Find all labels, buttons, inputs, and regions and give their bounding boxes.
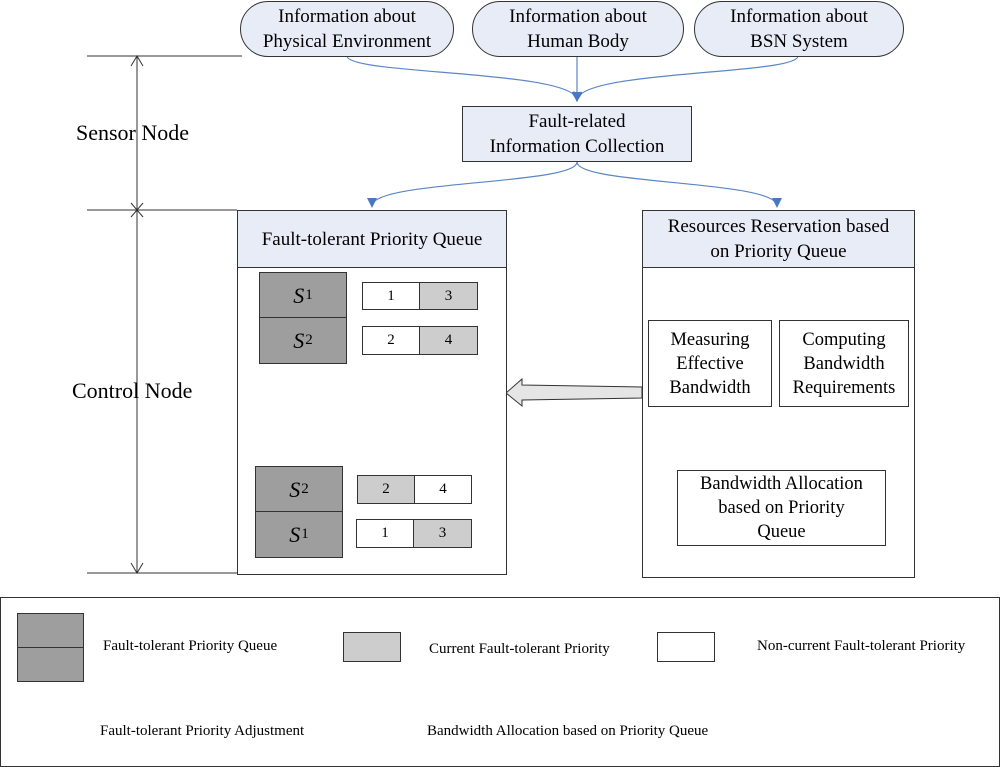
legend-panel: [0, 597, 1000, 767]
bandwidth-allocation-box: Bandwidth Allocation based on Priority Q…: [677, 470, 886, 546]
compute-line: Requirements: [792, 377, 896, 398]
legend-noncurrent-label: Non-current Fault-tolerant Priority: [757, 638, 966, 654]
legend-current-label: Current Fault-tolerant Priority: [429, 641, 610, 657]
sensor-letter: S: [293, 327, 305, 353]
legend-queue-label: Fault-tolerant Priority Queue: [103, 638, 278, 654]
legend-queue-swatch-top: [17, 613, 84, 648]
compute-line: Computing: [802, 329, 886, 350]
source-line2: Physical Environment: [262, 31, 432, 52]
source-bsn-system: Information about BSN System: [694, 1, 904, 57]
source-line1: Information about: [509, 6, 647, 27]
priority-cell-current: 3: [413, 519, 472, 548]
priority-cell-noncurrent: 1: [356, 519, 414, 548]
compute-line: Bandwidth: [803, 353, 885, 374]
allocation-line: Bandwidth Allocation: [700, 474, 863, 494]
legend-current-swatch: [343, 632, 401, 662]
reservation-panel-title: Resources Reservation based on Priority …: [642, 210, 915, 268]
source-line1: Information about: [278, 6, 416, 27]
reservation-title-line1: Resources Reservation based: [667, 216, 890, 237]
sensor-letter: S: [289, 521, 301, 547]
priority-cell-current: 2: [357, 475, 415, 504]
allocation-line: based on Priority: [718, 498, 845, 518]
measure-line: Bandwidth: [669, 377, 751, 398]
sensor-letter: S: [293, 282, 305, 308]
sensor-index: 2: [305, 332, 313, 348]
measure-line: Measuring: [670, 329, 750, 350]
source-line1: Information about: [730, 6, 868, 27]
legend-noncurrent-swatch: [657, 632, 715, 662]
info-collection-box: Fault-related Information Collection: [462, 106, 692, 162]
source-line2: Human Body: [527, 31, 629, 52]
legend-allocation-label: Bandwidth Allocation based on Priority Q…: [427, 723, 709, 739]
legend-queue-swatch-bottom: [17, 647, 84, 682]
legend-adjust-label: Fault-tolerant Priority Adjustment: [100, 723, 305, 739]
priority-cell-current: 3: [419, 282, 478, 310]
source-human-body: Information about Human Body: [472, 1, 684, 57]
sensor-letter: S: [289, 476, 301, 502]
queue-panel-title: Fault-tolerant Priority Queue: [237, 210, 507, 268]
sensor-index: 1: [305, 287, 313, 303]
queue-panel-title-text: Fault-tolerant Priority Queue: [261, 228, 483, 250]
sensor-node-label: Sensor Node: [76, 120, 190, 145]
computing-requirements-box: Computing Bandwidth Requirements: [779, 320, 909, 407]
source-line2: BSN System: [750, 31, 848, 52]
reservation-title-line2: on Priority Queue: [710, 241, 847, 262]
collection-line2: Information Collection: [489, 136, 665, 157]
allocation-line: Queue: [757, 522, 806, 542]
measure-line: Effective: [676, 353, 744, 374]
measuring-bandwidth-box: Measuring Effective Bandwidth: [648, 320, 772, 407]
sensor-index: 2: [301, 481, 309, 497]
source-physical-environment: Information about Physical Environment: [240, 1, 454, 57]
priority-cell-noncurrent: 1: [362, 282, 420, 310]
collection-line1: Fault-related: [528, 111, 626, 132]
sensor-index: 1: [301, 526, 309, 542]
priority-cell-noncurrent: 2: [362, 326, 420, 355]
priority-cell-current: 4: [419, 326, 478, 355]
priority-cell-noncurrent: 4: [414, 475, 472, 504]
control-node-label: Control Node: [72, 378, 193, 403]
